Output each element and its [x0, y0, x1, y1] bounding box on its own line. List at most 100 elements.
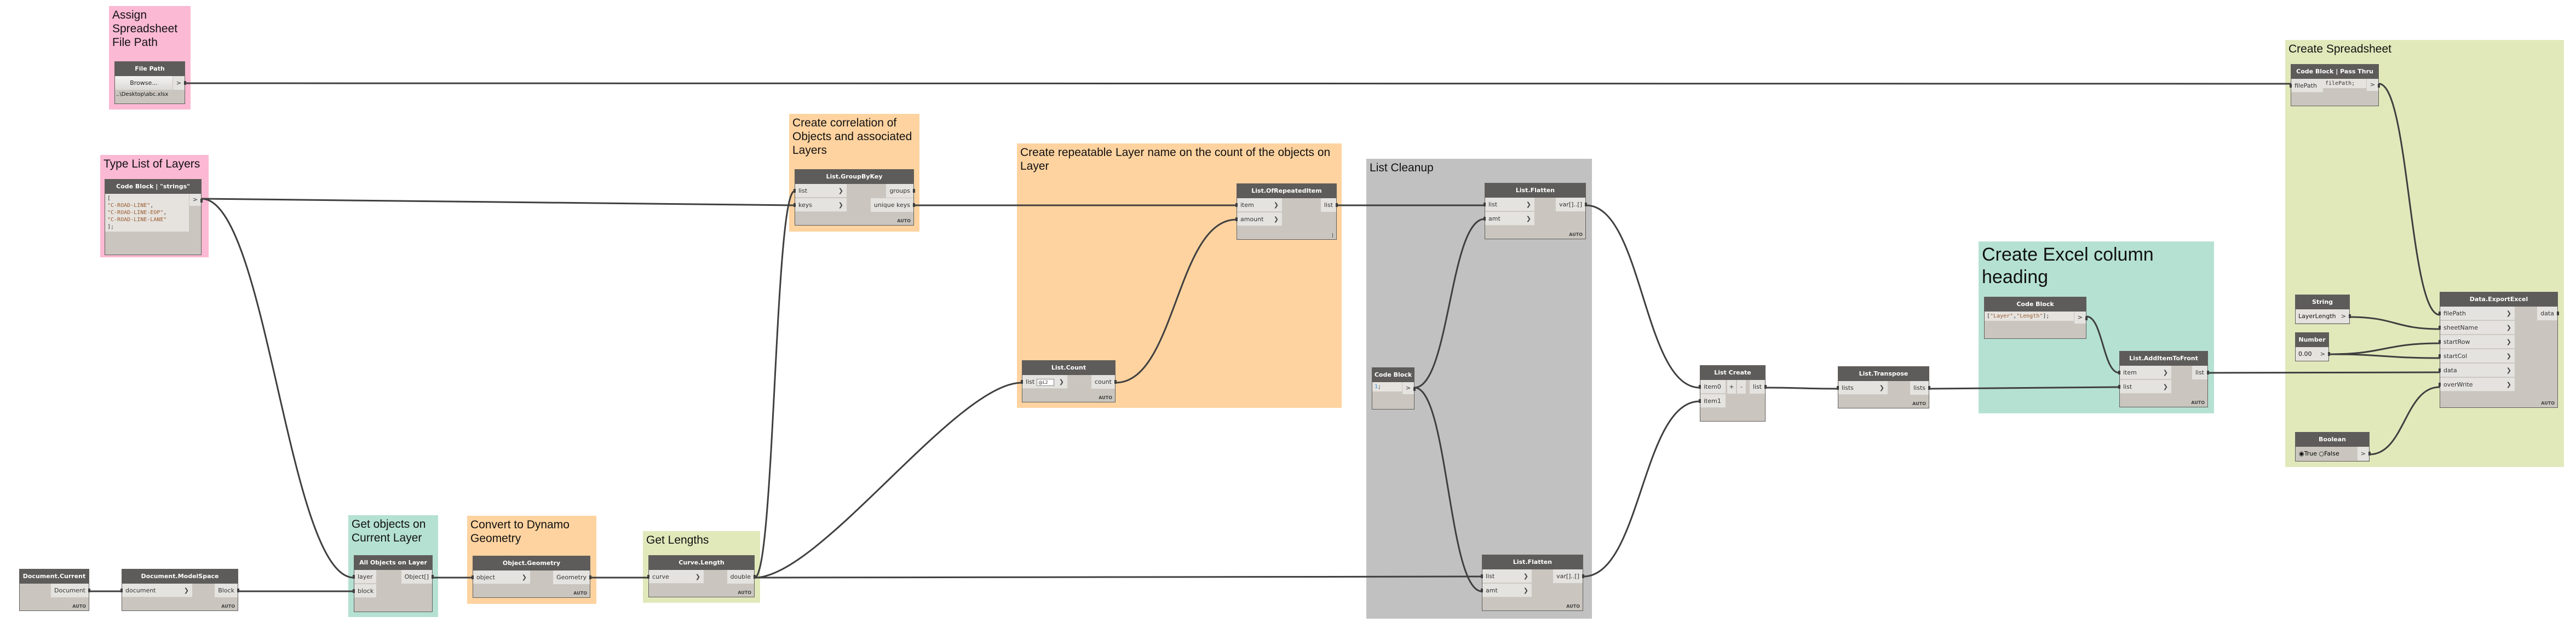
- input-port-document[interactable]: document❯: [120, 584, 192, 597]
- connector-wire[interactable]: [754, 190, 795, 579]
- lacing-indicator[interactable]: AUTO: [1912, 401, 1926, 406]
- node-boolean-node[interactable]: Boolean◉True ○False>: [2295, 432, 2371, 462]
- boolean-toggle[interactable]: ◉True ○False: [2299, 448, 2339, 460]
- chevron-right-icon[interactable]: ❯: [838, 201, 843, 209]
- chevron-right-icon[interactable]: ❯: [521, 574, 527, 581]
- lacing-indicator[interactable]: AUTO: [1566, 604, 1580, 609]
- input-port-list[interactable]: list❯: [1481, 569, 1532, 583]
- true-label[interactable]: True: [2304, 450, 2317, 457]
- chevron-right-icon[interactable]: ❯: [183, 587, 189, 594]
- input-port-item0[interactable]: item0: [1699, 380, 1726, 394]
- chevron-right-icon[interactable]: ❯: [1059, 378, 1064, 385]
- input-port-layer[interactable]: layer: [353, 570, 376, 584]
- chevron-right-icon[interactable]: ❯: [2506, 367, 2511, 374]
- output-port-uniquekeys[interactable]: unique keys: [870, 198, 916, 212]
- lacing-indicator[interactable]: AUTO: [573, 591, 587, 596]
- input-port-list[interactable]: list@L2❯: [1021, 375, 1067, 389]
- output-port[interactable]: >: [2366, 79, 2381, 91]
- output-port-double[interactable]: double: [727, 570, 756, 584]
- output-port-object[interactable]: Object[]: [401, 570, 434, 584]
- output-port-var[interactable]: var[]..[]: [1553, 569, 1584, 583]
- chevron-right-icon[interactable]: ❯: [2506, 353, 2511, 360]
- lacing-indicator[interactable]: AUTO: [738, 590, 751, 595]
- connector-wire[interactable]: [201, 198, 795, 206]
- output-port-geometry[interactable]: Geometry: [553, 570, 591, 584]
- lacing-indicator[interactable]: AUTO: [72, 604, 86, 609]
- output-port-lists[interactable]: lists: [1910, 381, 1930, 395]
- input-port-object[interactable]: object❯: [472, 570, 530, 584]
- remove-input-button[interactable]: -: [1737, 380, 1746, 394]
- output-port-document[interactable]: Document: [51, 584, 90, 597]
- input-port-keys[interactable]: keys❯: [794, 198, 847, 212]
- chevron-right-icon[interactable]: ❯: [838, 187, 843, 194]
- lacing-indicator[interactable]: AUTO: [897, 218, 911, 223]
- output-port[interactable]: >: [2357, 447, 2371, 460]
- output-port[interactable]: >: [173, 76, 187, 90]
- output-port[interactable]: >: [2074, 312, 2088, 324]
- output-port-count[interactable]: count: [1091, 375, 1117, 389]
- input-port-amount[interactable]: amount❯: [1235, 212, 1282, 226]
- input-port-filepath[interactable]: filePath: [2290, 79, 2323, 93]
- input-port-lists[interactable]: lists❯: [1837, 381, 1888, 395]
- output-port[interactable]: >: [189, 194, 203, 206]
- number-input[interactable]: 0.00: [2296, 347, 2318, 361]
- input-port-overwrite[interactable]: overWrite❯: [2439, 378, 2515, 391]
- output-port-list[interactable]: list: [2192, 366, 2210, 379]
- chevron-right-icon[interactable]: ❯: [1526, 201, 1531, 208]
- output-port-list[interactable]: list: [1320, 198, 1338, 212]
- code-editor[interactable]: ["Layer","Length"];: [1985, 312, 2074, 321]
- list-level-spinner[interactable]: @L2: [1037, 378, 1054, 386]
- connector-wire[interactable]: [754, 382, 1022, 579]
- input-port-startrow[interactable]: startRow❯: [2439, 335, 2515, 349]
- output-port-groups[interactable]: groups: [886, 184, 915, 198]
- input-port-filepath[interactable]: filePath❯: [2439, 307, 2515, 320]
- output-port-list[interactable]: list: [1749, 380, 1767, 394]
- chevron-right-icon[interactable]: ❯: [695, 573, 700, 580]
- connector-wire[interactable]: [1765, 387, 1838, 390]
- lacing-indicator[interactable]: AUTO: [2541, 401, 2555, 406]
- output-port[interactable]: >: [2316, 347, 2331, 361]
- connector-wire[interactable]: [1583, 400, 1700, 578]
- input-port-item[interactable]: item❯: [2118, 366, 2171, 379]
- code-editor[interactable]: [ "C-ROAD-LINE", "C-ROAD-LINE-EOP", "C-R…: [105, 194, 189, 232]
- node-header-code[interactable]: Code Block["Layer","Length"];>: [1984, 297, 2088, 339]
- chevron-right-icon[interactable]: ❯: [2163, 383, 2168, 390]
- lacing-indicator[interactable]: AUTO: [2191, 400, 2205, 405]
- connector-wire[interactable]: [1585, 204, 1700, 389]
- input-port-amt[interactable]: amt❯: [1484, 212, 1534, 226]
- radio-true-icon[interactable]: ◉: [2299, 450, 2304, 457]
- chevron-right-icon[interactable]: ❯: [1523, 587, 1528, 594]
- chevron-right-icon[interactable]: ❯: [2163, 369, 2168, 376]
- input-port-sheetname[interactable]: sheetName❯: [2439, 321, 2515, 335]
- input-port-list[interactable]: list❯: [1484, 198, 1534, 211]
- chevron-right-icon[interactable]: ❯: [1526, 215, 1531, 222]
- input-port-list[interactable]: list❯: [2118, 380, 2171, 394]
- lacing-indicator[interactable]: AUTO: [1099, 395, 1112, 400]
- output-port[interactable]: >: [2337, 309, 2351, 323]
- node-layers-code[interactable]: Code Block | "strings"[ "C-ROAD-LINE", "…: [105, 179, 203, 255]
- input-port-item[interactable]: item❯: [1235, 198, 1282, 212]
- chevron-right-icon[interactable]: ❯: [1523, 573, 1528, 580]
- input-port-startcol[interactable]: startCol❯: [2439, 349, 2515, 363]
- chevron-right-icon[interactable]: ❯: [1879, 384, 1884, 391]
- browse-button[interactable]: Browse...: [115, 76, 173, 90]
- add-input-button[interactable]: +: [1727, 380, 1736, 394]
- input-port-item1[interactable]: item1: [1699, 394, 1726, 408]
- code-editor[interactable]: 1;: [1372, 382, 1402, 391]
